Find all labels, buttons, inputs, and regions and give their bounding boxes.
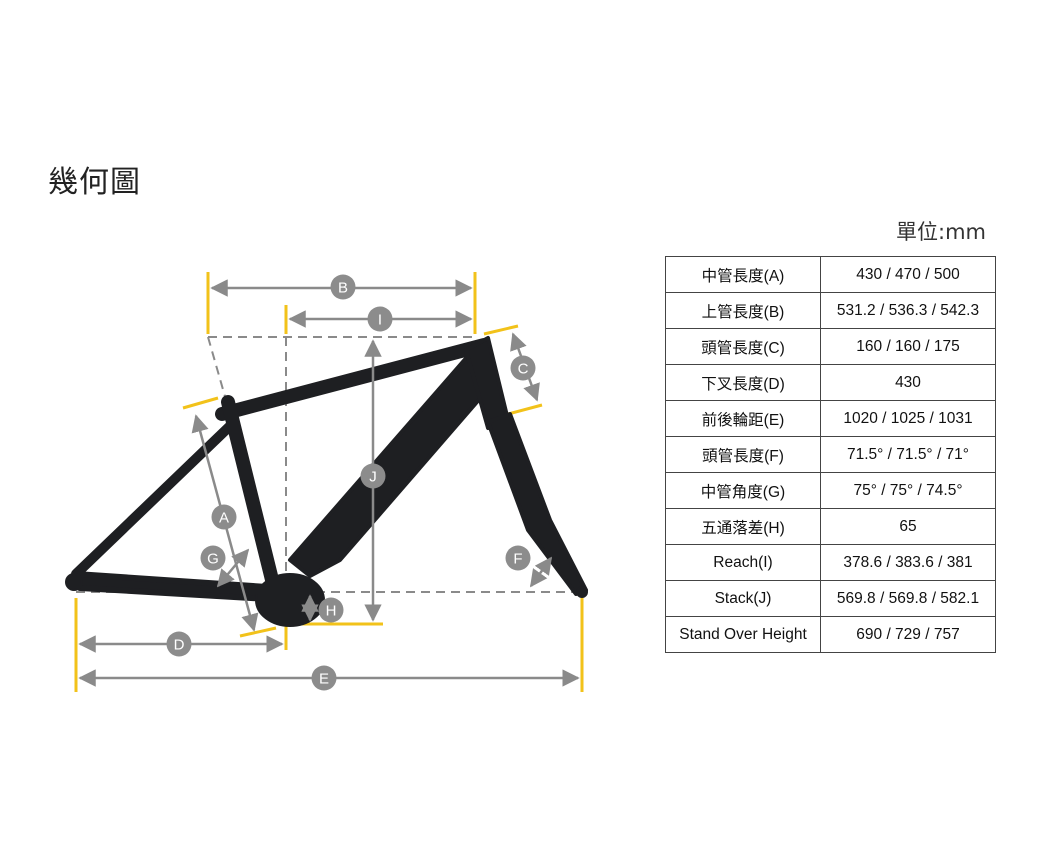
svg-text:H: H	[326, 603, 337, 620]
badge-g: G	[200, 545, 226, 571]
table-row: 中管角度(G)75° / 75° / 74.5°	[665, 472, 996, 509]
svg-text:J: J	[369, 469, 377, 486]
table-row: 前後輪距(E)1020 / 1025 / 1031	[665, 400, 996, 437]
row-label: 上管長度(B)	[665, 292, 821, 329]
badge-j: J	[360, 463, 386, 489]
dimension-badges: A B C D E F G H I J	[166, 274, 536, 691]
badge-e: E	[311, 665, 337, 691]
row-value: 160 / 160 / 175	[820, 328, 996, 365]
construction-lines	[76, 336, 582, 620]
row-value: 430	[820, 364, 996, 401]
row-value: 690 / 729 / 757	[820, 616, 996, 653]
svg-text:E: E	[319, 671, 329, 688]
page-title: 幾何圖	[48, 165, 141, 200]
table-row: Stack(J)569.8 / 569.8 / 582.1	[665, 580, 996, 617]
row-value: 531.2 / 536.3 / 542.3	[820, 292, 996, 329]
badge-c: C	[510, 355, 536, 381]
table-row: 五通落差(H)65	[665, 508, 996, 545]
row-label: 前後輪距(E)	[665, 400, 821, 437]
table-row: 上管長度(B)531.2 / 536.3 / 542.3	[665, 292, 996, 329]
svg-text:C: C	[518, 361, 529, 378]
row-value: 378.6 / 383.6 / 381	[820, 544, 996, 581]
bike-frame	[65, 336, 588, 627]
table-row: 頭管長度(F)71.5° / 71.5° / 71°	[665, 436, 996, 473]
svg-text:G: G	[207, 551, 219, 568]
unit-label: 單位:mm	[896, 220, 986, 244]
row-value: 430 / 470 / 500	[820, 256, 996, 293]
row-value: 569.8 / 569.8 / 582.1	[820, 580, 996, 617]
row-value: 65	[820, 508, 996, 545]
row-label: 頭管長度(C)	[665, 328, 821, 365]
row-label: Stand Over Height	[665, 616, 821, 653]
row-label: 頭管長度(F)	[665, 436, 821, 473]
row-label: 中管長度(A)	[665, 256, 821, 293]
badge-i: I	[367, 306, 393, 332]
table-row: 中管長度(A)430 / 470 / 500	[665, 256, 996, 293]
badge-b: B	[330, 274, 356, 300]
badge-d: D	[166, 631, 192, 657]
badge-h: H	[318, 597, 344, 623]
row-label: Stack(J)	[665, 580, 821, 617]
row-value: 75° / 75° / 74.5°	[820, 472, 996, 509]
row-value: 1020 / 1025 / 1031	[820, 400, 996, 437]
svg-text:D: D	[174, 637, 185, 654]
row-label: 下叉長度(D)	[665, 364, 821, 401]
table-row: 頭管長度(C)160 / 160 / 175	[665, 328, 996, 365]
table-row: Reach(I)378.6 / 383.6 / 381	[665, 544, 996, 581]
svg-text:F: F	[513, 551, 522, 568]
row-label: 五通落差(H)	[665, 508, 821, 545]
table-row: 下叉長度(D)430	[665, 364, 996, 401]
badge-f: F	[505, 545, 531, 571]
row-label: 中管角度(G)	[665, 472, 821, 509]
row-value: 71.5° / 71.5° / 71°	[820, 436, 996, 473]
row-label: Reach(I)	[665, 544, 821, 581]
svg-text:A: A	[219, 510, 229, 527]
svg-text:I: I	[378, 312, 382, 329]
svg-text:B: B	[338, 280, 348, 297]
badge-a: A	[211, 504, 237, 530]
reference-ticks	[74, 272, 584, 692]
